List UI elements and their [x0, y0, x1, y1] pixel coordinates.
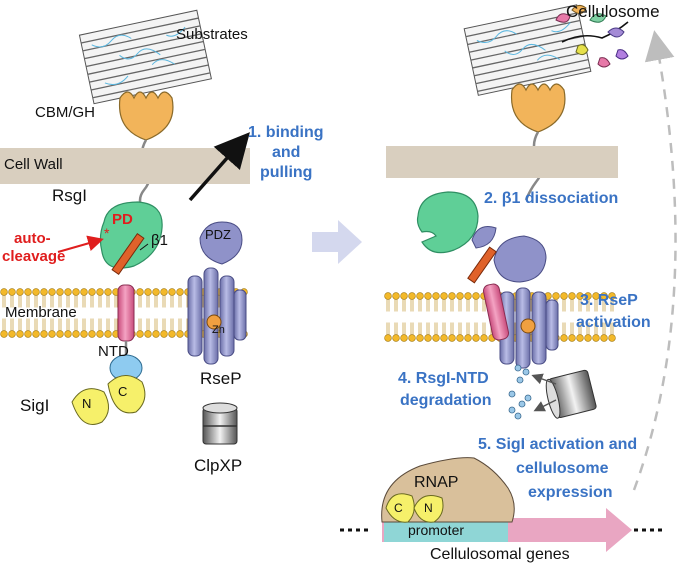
beta1-strand — [111, 232, 145, 276]
rnap-sigi-c-label: C — [394, 501, 403, 515]
ntd-fragments — [508, 364, 532, 420]
step3-label-line2: activation — [576, 314, 651, 331]
rsep-right — [467, 226, 559, 369]
cellulosome-label: Cellulosome — [566, 2, 660, 21]
step5-label-line3: expression — [528, 484, 613, 501]
step5-label-line1: 5. SigI activation and — [478, 436, 638, 453]
clpxp-barrel-left — [202, 402, 238, 445]
step2-label: 2. β1 dissociation — [484, 190, 619, 207]
zn-label: Zn — [212, 324, 225, 336]
beta1-label: β1 — [151, 232, 168, 249]
sigi-c-domain — [107, 375, 146, 414]
rsep-label: RseP — [200, 369, 242, 388]
step1-label-line1: 1. binding — [248, 124, 324, 141]
clpxp-barrel-right — [545, 369, 597, 419]
cbm-gh-domain-right — [510, 83, 566, 133]
cbm-gh-label: CBM/GH — [35, 104, 95, 121]
sigi-label: SigI — [20, 396, 50, 415]
sigi-n-bound — [413, 495, 444, 523]
beta1-pointer — [139, 243, 149, 251]
step4-label-line2: degradation — [400, 392, 492, 409]
rnap-label: RNAP — [414, 474, 459, 491]
substrates-label: Substrates — [176, 26, 248, 43]
rsgi-label: RsgI — [52, 186, 87, 205]
promoter-label: promoter — [408, 522, 465, 538]
cellulosome-complex — [555, 4, 629, 68]
step1-label-line3: pulling — [260, 164, 313, 181]
sigi-n-domain — [71, 388, 109, 425]
degradation-arrow-1 — [531, 373, 557, 385]
step1-label-line2: and — [272, 144, 301, 161]
substrate-fibers-left — [78, 9, 212, 105]
auto-cleavage-label-1: auto- — [14, 230, 51, 247]
rsgi-tm-helix — [117, 284, 135, 342]
cleavage-star: * — [104, 225, 110, 241]
clpxp-label: ClpXP — [194, 456, 243, 475]
sigi-c-bound — [385, 493, 415, 523]
pd-label: PD — [112, 211, 133, 228]
rnap-sigi-n-label: N — [424, 501, 433, 515]
transition-arrow — [312, 220, 362, 264]
expression-dashed-arrow — [632, 30, 677, 491]
ntd-label: NTD — [98, 343, 129, 360]
membrane-label: Membrane — [5, 304, 77, 321]
auto-cleavage-label-2: cleavage — [2, 248, 66, 265]
step3-label-line1: 3. RseP — [580, 292, 638, 309]
step4-label-line1: 4. RsgI-NTD — [398, 370, 489, 387]
cleavage-arrow — [57, 235, 104, 253]
cell-wall-label: Cell Wall — [4, 156, 63, 173]
rsgi-pd-dissociated — [416, 191, 479, 254]
step5-label-line2: cellulosome — [516, 460, 609, 477]
cellulosomal-genes-label: Cellulosomal genes — [430, 546, 570, 563]
pdz-label: PDZ — [205, 227, 231, 242]
sigi-c-label: C — [118, 384, 128, 399]
sigi-n-label: N — [82, 396, 92, 411]
pulling-arrow — [188, 132, 250, 202]
degradation-arrow-2 — [533, 399, 557, 412]
rsep-left — [187, 221, 247, 365]
cell-wall-right — [386, 146, 618, 178]
cbm-gh-domain-left — [118, 91, 174, 141]
